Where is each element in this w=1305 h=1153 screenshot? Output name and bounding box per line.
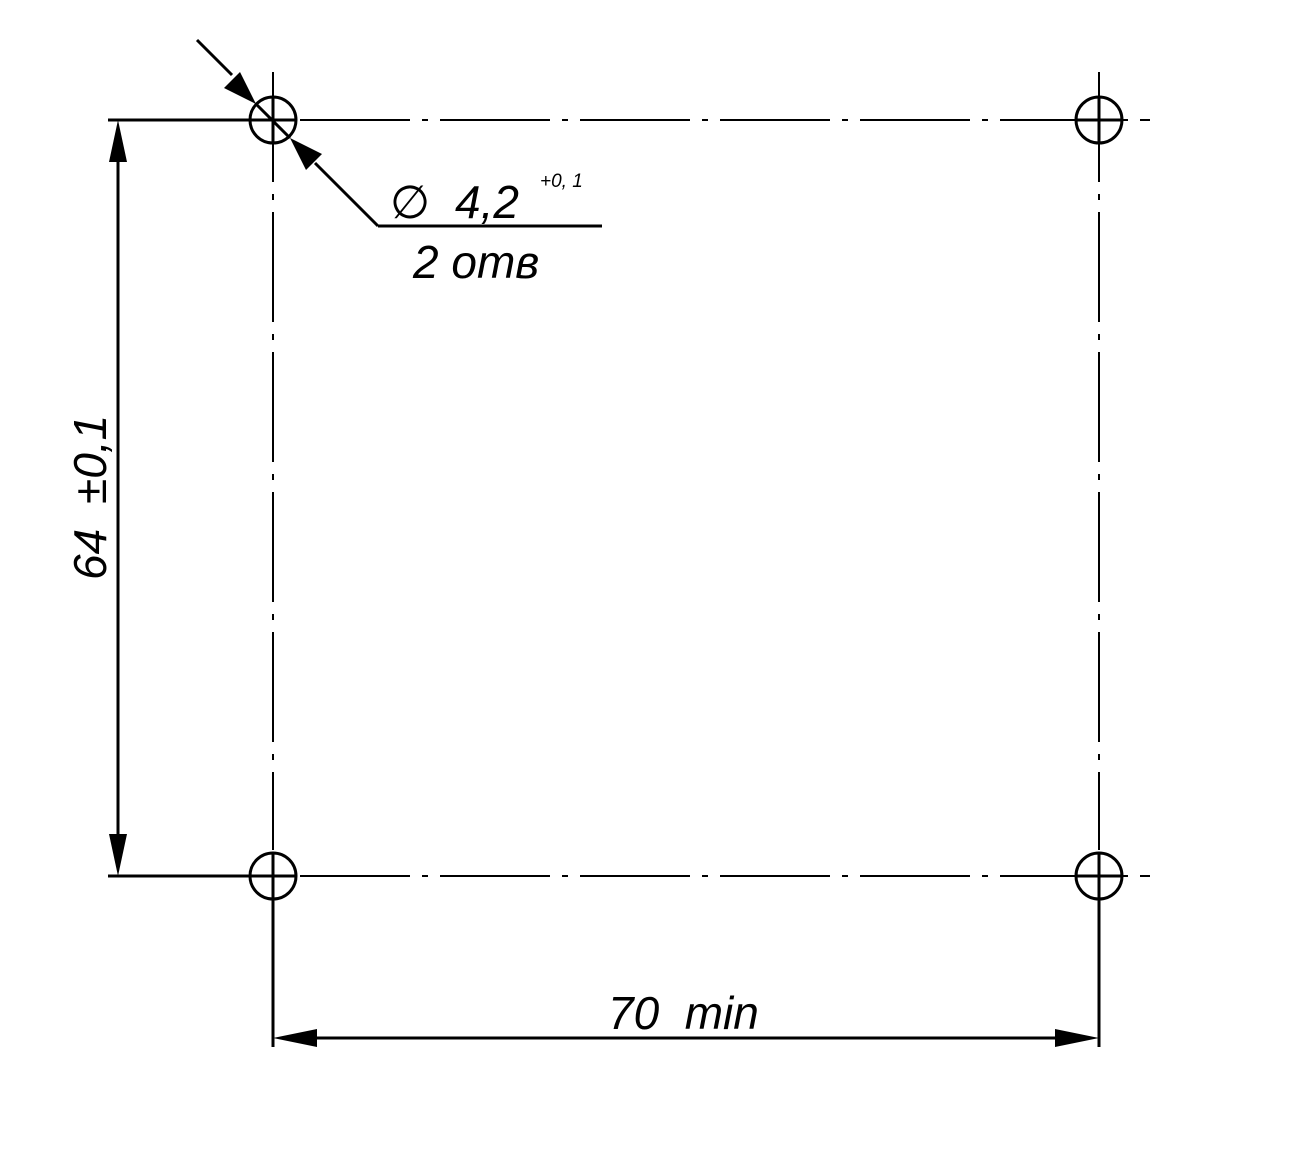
vertical-dimension-tolerance: ±0,1	[64, 415, 116, 504]
diameter-symbol: ∅	[390, 176, 430, 228]
centerlines	[272, 72, 1150, 877]
arrowhead-up	[109, 120, 127, 162]
vertical-dimension	[108, 118, 250, 878]
hole-diameter-tolerance: +0, 1	[540, 171, 583, 192]
hole-quantity-label: 2 отв	[412, 236, 539, 288]
arrowhead-down	[109, 834, 127, 876]
leader-arrowhead-outer	[224, 72, 256, 104]
holes	[248, 95, 1124, 901]
horizontal-dimension	[271, 899, 1101, 1047]
leader-through-hole	[254, 102, 292, 140]
hole-bottom-right	[1074, 851, 1124, 901]
hole-diameter-value: 4,2	[455, 176, 519, 228]
vertical-dimension-label: 64 ±0,1	[64, 415, 116, 580]
vertical-dimension-value: 64	[64, 529, 116, 580]
diameter-leader	[195, 38, 602, 228]
hole-top-right	[1074, 95, 1124, 145]
leader-outer-segment	[195, 38, 234, 77]
leader-diagonal	[313, 161, 380, 228]
arrowhead-right	[1055, 1029, 1099, 1047]
horizontal-dimension-label: 70 min	[608, 987, 759, 1039]
leader-arrowhead-inner	[290, 138, 322, 170]
hole-bottom-left	[248, 851, 298, 901]
arrowhead-left	[273, 1029, 317, 1047]
